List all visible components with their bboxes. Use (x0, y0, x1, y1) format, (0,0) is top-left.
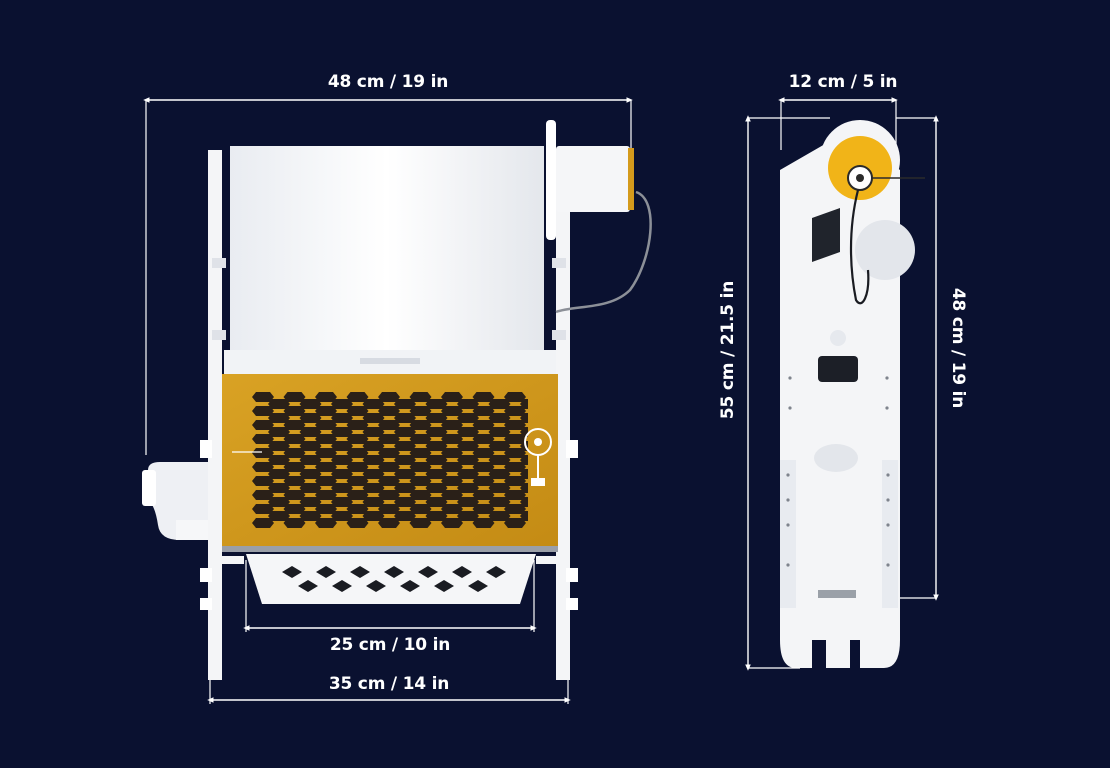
front-view (142, 97, 652, 704)
motor-cable (555, 190, 652, 314)
filter-panel (222, 374, 558, 550)
motor-housing (546, 120, 634, 240)
side-body-height-label: 48 cm / 19 in (948, 287, 968, 409)
front-base-width-label: 35 cm / 14 in (328, 674, 450, 694)
frame-right-rail (556, 150, 570, 680)
front-top-width-label: 48 cm / 19 in (327, 72, 449, 92)
side-width-label: 12 cm / 5 in (788, 72, 898, 92)
side-frame (780, 120, 925, 668)
drain-pipe-elbow (142, 462, 212, 540)
front-tray-width-label: 25 cm / 10 in (329, 635, 451, 655)
fleece-roll (230, 146, 544, 356)
drip-tray (246, 554, 536, 604)
side-view (745, 97, 939, 671)
frame-left-rail (208, 150, 222, 680)
side-total-height-label: 55 cm / 21.5 in (718, 280, 738, 420)
